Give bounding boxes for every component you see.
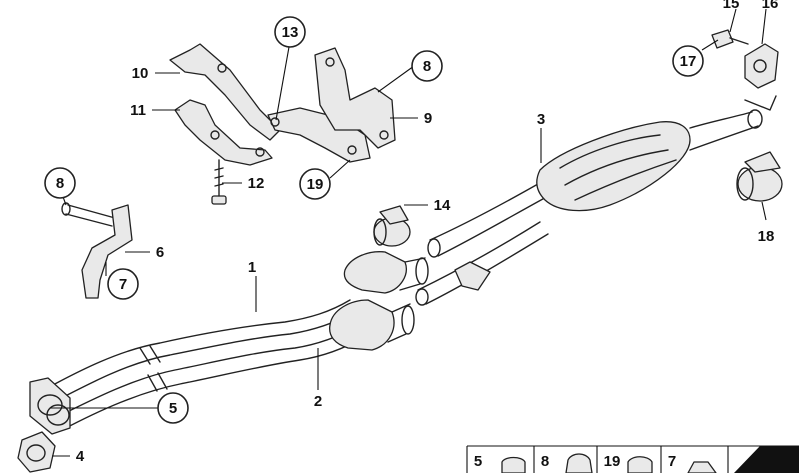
mount-bolt (711, 29, 749, 49)
gasket (17, 431, 56, 473)
intermediate-pipes (415, 179, 553, 306)
callout-14: 14 (434, 197, 451, 214)
legend-7-label: 7 (668, 453, 676, 470)
callout-16: 16 (762, 0, 779, 12)
leader-lines (50, 8, 767, 457)
callout-1: 1 (248, 259, 256, 276)
callout-17: 17 (672, 45, 704, 77)
callout-8-top: 8 (411, 50, 443, 82)
callout-6-label: 6 (156, 244, 164, 261)
callout-7: 7 (107, 268, 139, 300)
callout-9-label: 9 (424, 110, 432, 127)
hanger-6 (61, 202, 133, 299)
graphic-id-tag (734, 446, 799, 473)
callout-19: 19 (299, 168, 331, 200)
center-muffler (536, 95, 777, 212)
callout-2: 2 (314, 393, 322, 410)
callout-12: 12 (248, 175, 265, 192)
front-flange (29, 377, 71, 435)
clamp-18 (736, 151, 783, 202)
callout-12-label: 12 (248, 175, 265, 192)
callout-18-label: 18 (758, 228, 775, 245)
callout-3: 3 (537, 111, 545, 128)
clamp-14 (373, 205, 411, 247)
callout-16-label: 16 (762, 0, 779, 12)
callout-5: 5 (157, 392, 189, 424)
callout-3-label: 3 (537, 111, 545, 128)
callout-4-label: 4 (76, 448, 85, 465)
rubber-mount (744, 43, 779, 89)
callout-8-left-label: 8 (56, 175, 64, 192)
bracket-9 (314, 47, 396, 149)
callout-8-top-label: 8 (423, 58, 431, 75)
catalytic-converter-upper (343, 251, 429, 294)
callout-11-label: 11 (130, 102, 146, 119)
callout-19-label: 19 (307, 176, 324, 193)
callout-6: 6 (156, 244, 164, 261)
callout-13: 13 (274, 16, 306, 48)
hex-bolt-icon (627, 456, 653, 473)
callout-7-label: 7 (119, 276, 127, 293)
callout-15: 15 (723, 0, 740, 12)
bolt (211, 159, 227, 205)
small-parts-legend: 5 8 19 7 (466, 445, 799, 473)
callout-15-label: 15 (723, 0, 740, 12)
callout-10: 10 (132, 65, 149, 82)
bracket-10 (169, 43, 281, 141)
callout-1-label: 1 (248, 259, 256, 276)
callout-5-label: 5 (169, 400, 177, 417)
callout-18: 18 (758, 228, 775, 245)
callout-4: 4 (76, 448, 85, 465)
front-pipe-assembly (39, 299, 363, 431)
self-locking-nut-icon (565, 453, 593, 473)
callout-10-label: 10 (132, 65, 149, 82)
callout-8-left: 8 (44, 167, 76, 199)
nut-icon (501, 456, 526, 473)
callout-11: 11 (130, 102, 146, 119)
clip-nut-icon (687, 461, 717, 473)
legend-8-label: 8 (541, 453, 549, 470)
callout-14-label: 14 (434, 197, 451, 214)
legend-19-label: 19 (604, 453, 621, 470)
callout-13-label: 13 (282, 24, 299, 41)
callout-9: 9 (424, 110, 432, 127)
catalytic-converter-lower (329, 299, 415, 351)
callout-17-label: 17 (680, 53, 697, 70)
bracket-11 (174, 99, 273, 166)
callout-2-label: 2 (314, 393, 322, 410)
legend-5-label: 5 (474, 453, 482, 470)
